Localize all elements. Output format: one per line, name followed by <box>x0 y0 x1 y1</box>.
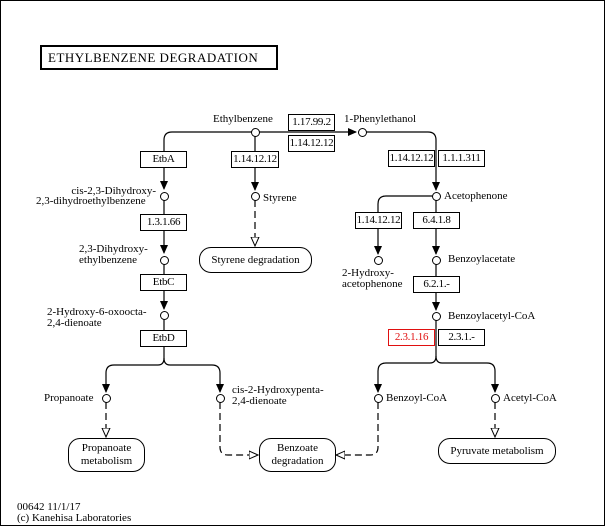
compound-label-dihydroxy-eb-1: 2,3-Dihydroxy- <box>79 243 148 255</box>
compound-label-phenylethanol: 1-Phenylethanol <box>344 113 417 125</box>
compound-label-acetophenone: Acetophenone <box>444 190 508 202</box>
compound-node-acetophenone[interactable] <box>432 192 441 201</box>
compound-node-hydroxy-oxoocta[interactable] <box>160 311 169 320</box>
enzyme-1-14-12-12-acetophenone[interactable]: 1.14.12.12 <box>388 150 435 167</box>
map-label: Pyruvate metabolism <box>450 444 544 457</box>
compound-node-hydroxyacetophenone[interactable] <box>374 256 383 265</box>
compound-node-dihydroxy-ethylbenzene[interactable] <box>160 256 169 265</box>
enzyme-1-17-99-2[interactable]: 1.17.99.2 <box>288 114 335 131</box>
compound-label-acetyl-coa: Acetyl-CoA <box>503 392 557 404</box>
edge-split-acetylcoa <box>435 355 499 393</box>
enzyme-6-2-1[interactable]: 6.2.1.- <box>413 276 460 293</box>
compound-label-cis-dihydroxy-1: cis-2,3-Dihydroxy- <box>71 185 156 197</box>
compound-label-ethylbenzene: Ethylbenzene <box>213 113 273 125</box>
compound-label-propanoate: Propanoate <box>44 392 94 404</box>
compound-node-phenylethanol[interactable] <box>358 128 367 137</box>
compound-node-cis-dihydroxy[interactable] <box>160 192 169 201</box>
enzyme-etbC[interactable]: EtbC <box>140 274 187 291</box>
compound-label-dihydroxy-eb-2: ethylbenzene <box>79 254 138 266</box>
footer-map-id-date: 00642 11/1/17 <box>17 501 81 513</box>
enzyme-1-1-1-311[interactable]: 1.1.1.311 <box>438 150 485 167</box>
enzyme-2-3-1[interactable]: 2.3.1.- <box>438 329 485 346</box>
compound-node-benzoylacetyl-coa[interactable] <box>432 312 441 321</box>
compound-node-benzoyl-coa[interactable] <box>374 394 383 403</box>
footer-copyright: (c) Kanehisa Laboratories <box>17 512 132 524</box>
compound-node-ethylbenzene[interactable] <box>251 128 260 137</box>
compound-node-acetyl-coa[interactable] <box>491 394 500 403</box>
compound-label-styrene: Styrene <box>263 192 297 204</box>
compound-label-hydroxy-oxoocta-2: 2,4-dienoate <box>47 317 102 329</box>
edge-phenylethanol-acetophenone <box>366 131 440 191</box>
edge-oxoocta-split <box>102 319 165 393</box>
compound-node-styrene[interactable] <box>251 192 260 201</box>
enzyme-1-14-12-12-phenylethanol[interactable]: 1.14.12.12 <box>288 135 335 152</box>
compound-label-hydroxypenta-2: 2,4-dienoate <box>232 395 287 407</box>
compound-node-propanoate[interactable] <box>102 394 111 403</box>
enzyme-etbA[interactable]: EtbA <box>140 151 187 168</box>
enzyme-1-14-12-12-hydroxyacetophenone[interactable]: 1.14.12.12 <box>355 212 402 229</box>
enzyme-1-3-1-66[interactable]: 1.3.1.66 <box>140 214 187 231</box>
edge-benzoylacetylcoa-split <box>374 320 437 393</box>
enzyme-6-4-1-8[interactable]: 6.4.1.8 <box>413 212 460 229</box>
edge-ethylbenzene-etbA <box>160 131 255 190</box>
pathway-title: ETHYLBENZENE DEGRADATION <box>40 45 278 70</box>
compound-label-benzoylacetate: Benzoylacetate <box>448 253 516 265</box>
edge-split-hydroxypenta <box>163 357 224 393</box>
compound-node-benzoylacetate[interactable] <box>432 256 441 265</box>
edge-benzoylcoa-benzoate <box>337 402 379 455</box>
compound-node-hydroxypenta[interactable] <box>216 394 225 403</box>
compound-label-hydroxyacetophenone-1: 2-Hydroxy- <box>342 267 394 279</box>
enzyme-etbD[interactable]: EtbD <box>140 330 187 347</box>
compound-label-hydroxyacetophenone-2: acetophenone <box>342 278 403 290</box>
enzyme-1-14-12-12-styrene[interactable]: 1.14.12.12 <box>231 151 279 168</box>
map-pyruvate-metabolism[interactable]: Pyruvate metabolism <box>438 438 556 464</box>
compound-label-hydroxy-oxoocta-1: 2-Hydroxy-6-oxoocta- <box>47 306 147 318</box>
enzyme-2-3-1-16[interactable]: 2.3.1.16 <box>388 329 435 346</box>
compound-label-benzoyl-coa: Benzoyl-CoA <box>386 392 448 404</box>
compound-label-cis-dihydroxy-2: 2,3-dihydroethylbenzene <box>36 195 146 207</box>
compound-label-benzoylacetyl-coa: Benzoylacetyl-CoA <box>448 310 536 322</box>
map-styrene-degradation[interactable]: Styrene degradation <box>199 247 312 273</box>
edge-acetophenone-hydroxyacetophenone <box>374 195 432 255</box>
compound-label-hydroxypenta-1: cis-2-Hydroxypenta- <box>232 384 324 396</box>
map-label: Styrene degradation <box>211 253 300 266</box>
edge-hydroxypenta-benzoate <box>219 402 257 455</box>
